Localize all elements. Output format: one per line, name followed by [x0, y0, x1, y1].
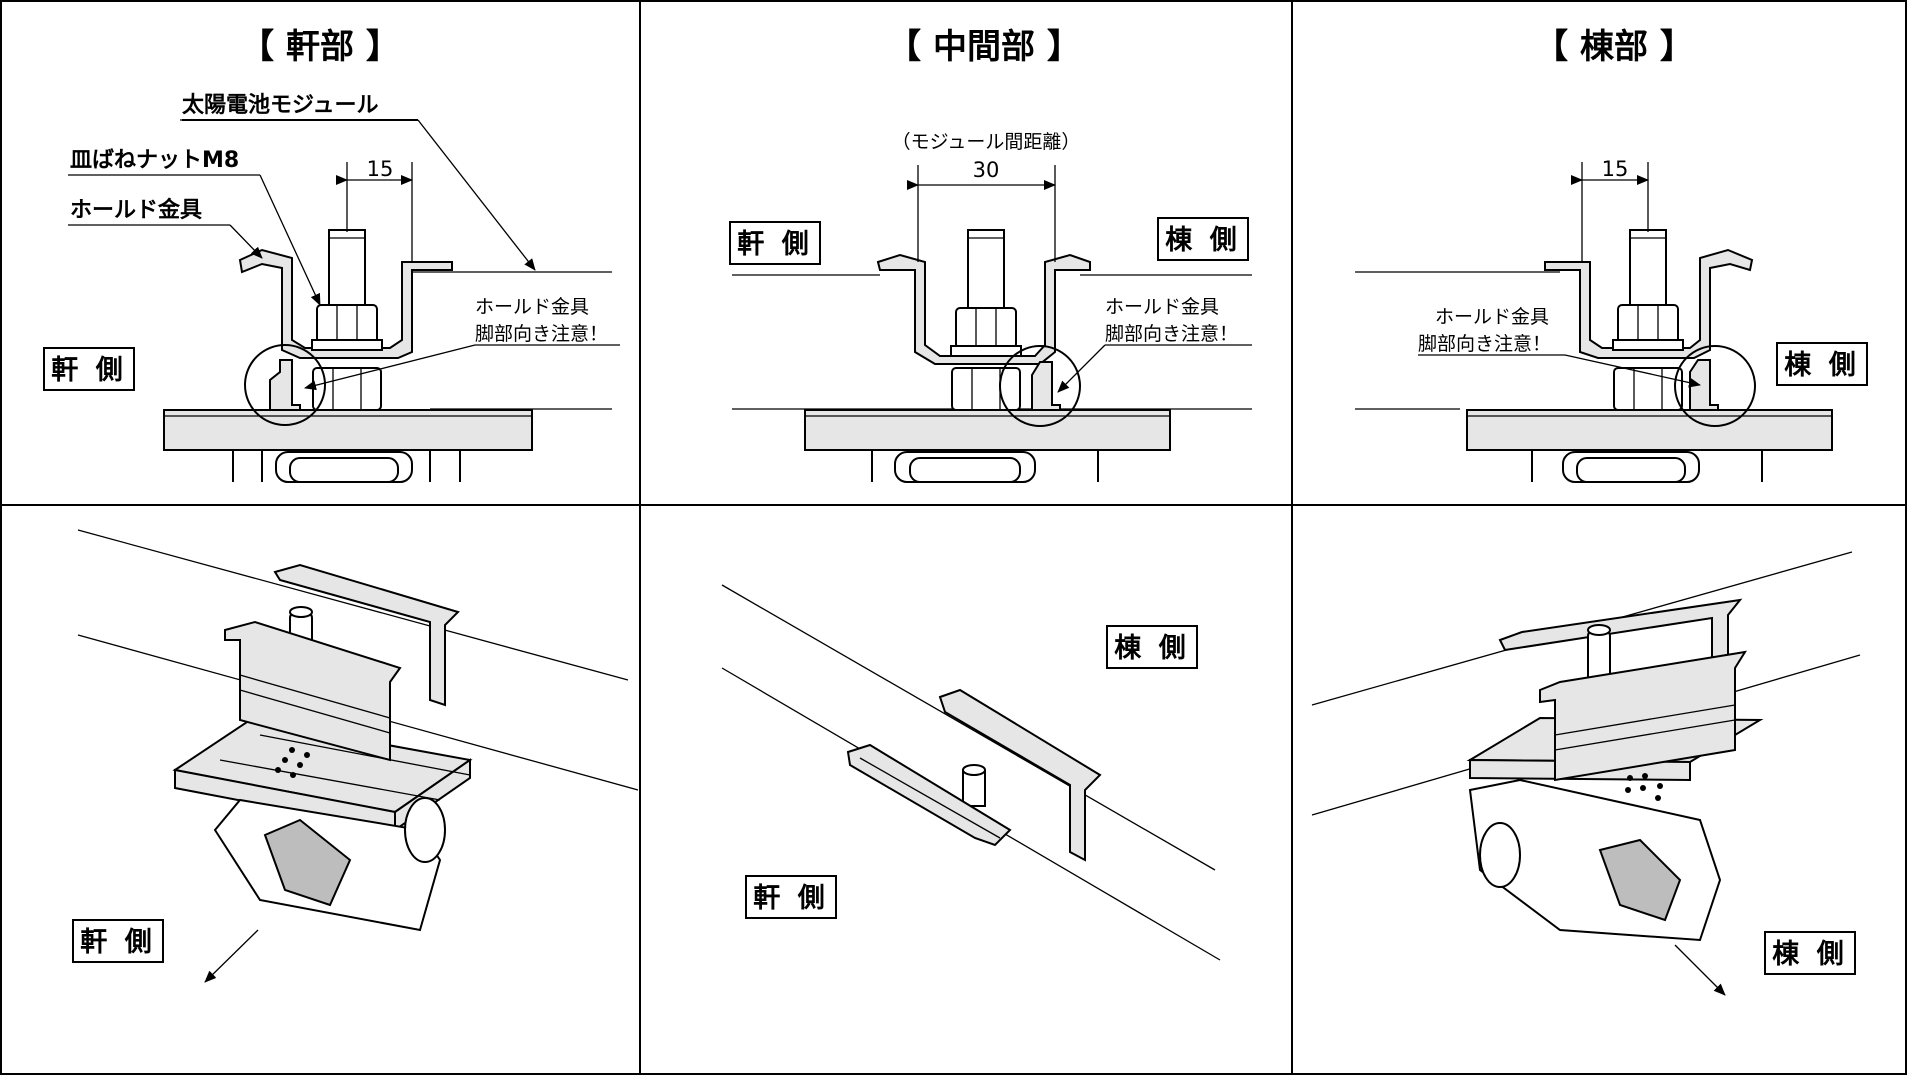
bolt-shaft: [1629, 229, 1667, 309]
eave-side-label-iso: 軒 側: [80, 927, 155, 958]
label-solar-module: 太陽電池モジュール: [182, 93, 378, 118]
middle-ridge-side-label-iso: 棟 側: [1114, 633, 1189, 664]
middle-eave-side-label-iso: 軒 側: [753, 883, 828, 914]
eave-isometric-drawing: [77, 529, 639, 983]
hold-bracket-ridge: [1544, 248, 1754, 359]
eave-direction-arrow: [204, 929, 259, 983]
middle-ridge-side-label: 棟 側: [1165, 225, 1240, 256]
bolt-shaft: [967, 229, 1005, 311]
module-edge-line-upper: [721, 584, 1216, 871]
eave-caution-line1: ホールド金具: [475, 296, 589, 318]
ridge-direction-arrow: [1674, 944, 1726, 996]
middle-dimension-30: 30: [973, 158, 1000, 182]
middle-caution-line2: 脚部向き注意！: [1105, 323, 1238, 345]
middle-section-title: 【 中間部 】: [887, 27, 1081, 67]
eave-section-title: 【 軒部 】: [240, 27, 400, 67]
label-dish-spring-nut: 皿ばねナットM8: [70, 148, 239, 173]
ridge-side-box-top: [1776, 342, 1868, 386]
iso-bracket-back: [938, 688, 1102, 862]
iso-bracket-front: [1539, 650, 1748, 782]
middle-eave-side-box: [729, 221, 821, 265]
ridge-section-title: 【 棟部 】: [1534, 27, 1694, 67]
bracket-foot: [1689, 359, 1719, 411]
caution-detail-circle: [244, 344, 326, 426]
eave-side-label-top: 軒 側: [51, 355, 126, 386]
ridge-side-label-iso: 棟 側: [1772, 939, 1847, 970]
hold-bracket-eave: [238, 248, 453, 359]
label-hold-bracket: ホールド金具: [70, 197, 202, 223]
eave-section-drawing: 15: [68, 119, 620, 483]
ridge-side-box-iso: [1764, 931, 1856, 975]
ridge-caution-line1: ホールド金具: [1435, 306, 1549, 328]
eave-dimension-15: 15: [367, 157, 394, 181]
bracket-foot: [269, 359, 301, 411]
ridge-isometric-drawing: [1311, 551, 1861, 996]
ridge-caution-line2: 脚部向き注意！: [1418, 333, 1551, 355]
iso-bracket-back: [273, 563, 460, 707]
flange-nut: [955, 307, 1017, 349]
middle-ridge-side-box: [1157, 217, 1249, 261]
eave-caution-line2: 脚部向き注意！: [475, 323, 608, 345]
module-edge-line-upper: [77, 529, 629, 681]
caution-detail-circle: [999, 345, 1081, 427]
middle-caution-line1: ホールド金具: [1105, 296, 1219, 318]
ridge-side-label-top: 棟 側: [1784, 350, 1859, 381]
middle-section-drawing: 30: [732, 158, 1252, 483]
middle-isometric-drawing: [721, 584, 1221, 961]
eave-side-box-top: [43, 347, 135, 391]
ridge-dimension-15: 15: [1602, 157, 1629, 181]
bolt-shaft: [328, 229, 366, 309]
middle-ridge-side-box-iso: [1106, 625, 1198, 669]
label-module-gap: （モジュール間距離）: [892, 131, 1081, 153]
middle-eave-side-box-iso: [745, 875, 837, 919]
base-rail: [804, 409, 1171, 451]
iso-bracket-front: [224, 620, 402, 762]
bracket-foot: [1031, 361, 1061, 411]
ridge-section-drawing: 15: [1355, 157, 1833, 483]
eave-side-box-iso: [72, 919, 164, 963]
caution-detail-circle: [1674, 345, 1756, 427]
hold-bracket-middle: [876, 253, 1091, 365]
middle-eave-side-label: 軒 側: [737, 229, 812, 260]
